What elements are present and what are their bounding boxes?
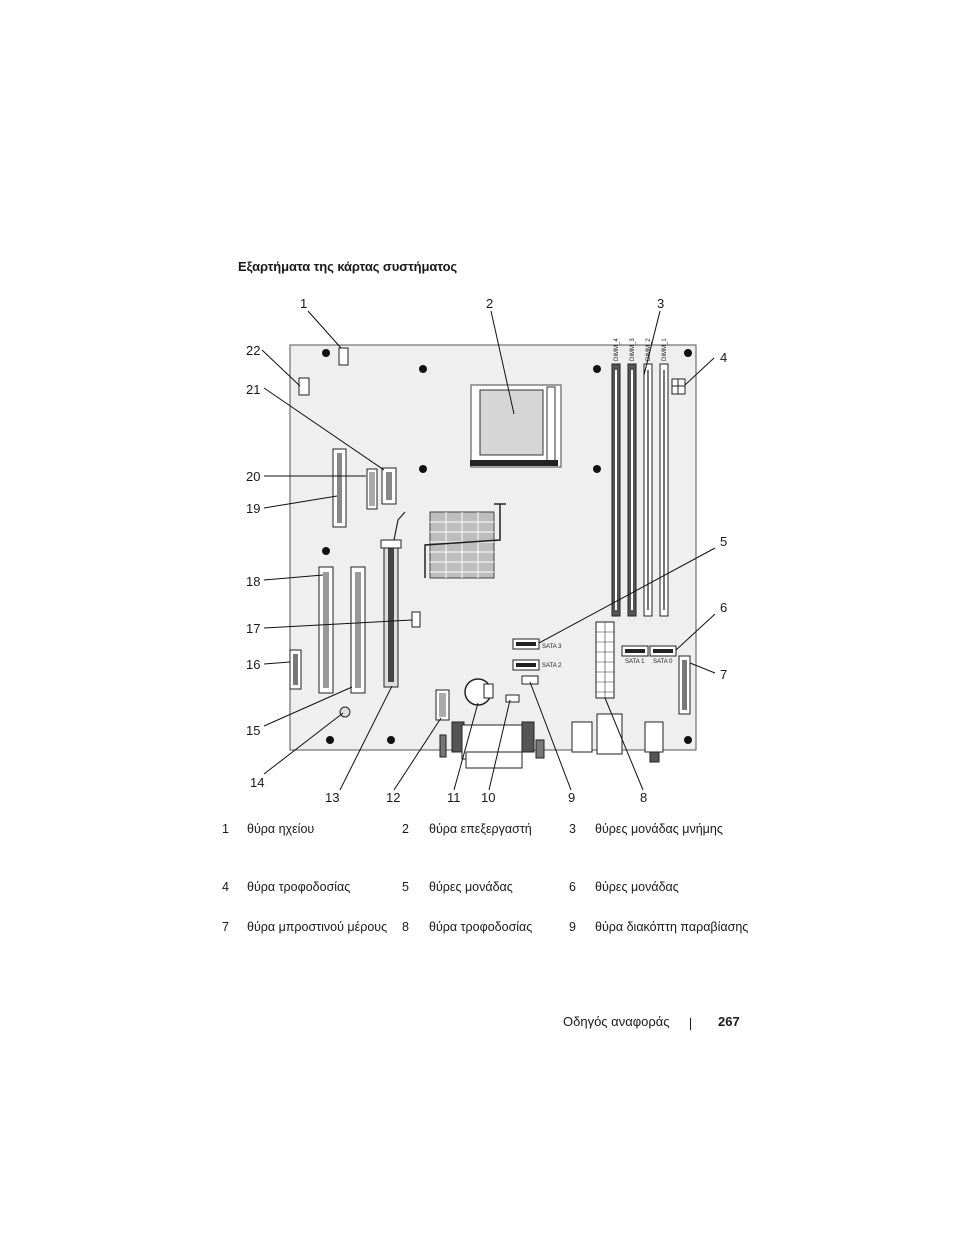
legend-number: 8 [402, 920, 409, 934]
callout-4: 4 [720, 350, 727, 365]
mounting-hole [387, 736, 395, 744]
legend-text: θύρα διακόπτη παραβίασης [595, 920, 749, 934]
callout-17: 17 [246, 621, 260, 636]
callout-20: 20 [246, 469, 260, 484]
callout-7: 7 [720, 667, 727, 682]
callout-10: 10 [481, 790, 495, 805]
legend-number: 4 [222, 880, 229, 894]
sata1-label: SATA 1 [625, 659, 645, 665]
mounting-holes [322, 349, 692, 744]
footer-title: Οδηγός αναφοράς [563, 1014, 670, 1029]
legend-row: 7 θύρα μπροστινού μέρους 8 θύρα τροφοδοσ… [214, 920, 774, 940]
processor-lever [546, 386, 556, 463]
board-led [339, 706, 351, 718]
intrusion-connector [521, 675, 539, 685]
legend-text: θύρες μονάδας [429, 880, 513, 894]
mounting-hole [322, 349, 330, 357]
mounting-hole [419, 365, 427, 373]
callout-15: 15 [246, 723, 260, 738]
callout-1: 1 [300, 296, 307, 311]
legend-number: 7 [222, 920, 229, 934]
dimm4-label: DIMM_4 [614, 338, 620, 361]
legend-text: θύρες μονάδας [595, 880, 679, 894]
callout-8: 8 [640, 790, 647, 805]
mounting-hole [593, 365, 601, 373]
callout-19: 19 [246, 501, 260, 516]
callout-3: 3 [657, 296, 664, 311]
legend-number: 9 [569, 920, 576, 934]
callout-12: 12 [386, 790, 400, 805]
processor-base [470, 460, 558, 466]
callout-14: 14 [250, 775, 264, 790]
rear-io-ports [439, 713, 664, 769]
callout-6: 6 [720, 600, 727, 615]
dimm3-label: DIMM_3 [630, 338, 636, 361]
speaker-connector [338, 347, 349, 366]
clear-cmos-jumper [505, 694, 520, 703]
callout-16: 16 [246, 657, 260, 672]
memory-slots [611, 363, 669, 617]
callout-18: 18 [246, 574, 260, 589]
callout-9: 9 [568, 790, 575, 805]
legend-number: 6 [569, 880, 576, 894]
mounting-hole [322, 547, 330, 555]
mounting-hole [684, 349, 692, 357]
sata0-label: SATA 0 [653, 659, 673, 665]
section-heading: Εξαρτήματα της κάρτας συστήματος [238, 259, 458, 274]
mounting-hole [593, 465, 601, 473]
chipset-heatsink [424, 503, 506, 579]
dimm2-label: DIMM_2 [646, 338, 652, 361]
legend-text: θύρα τροφοδοσίας [247, 880, 351, 894]
password-jumper [411, 611, 421, 628]
callout-21: 21 [246, 382, 260, 397]
legend-text: θύρα επεξεργαστή [429, 822, 532, 836]
callout-22: 22 [246, 343, 260, 358]
callout-13: 13 [325, 790, 339, 805]
fan-connector [298, 377, 310, 396]
sata3-label: SATA 3 [542, 644, 562, 650]
mounting-hole [684, 736, 692, 744]
callout-11: 11 [447, 790, 461, 805]
leader-lines [261, 310, 716, 791]
legend-number: 5 [402, 880, 409, 894]
legend-row: 1 θύρα ηχείου 2 θύρα επεξεργαστή 3 θύρες… [214, 822, 774, 842]
sata2-label: SATA 2 [542, 663, 562, 669]
legend-text: θύρες μονάδας μνήμης [595, 822, 723, 836]
legend-text: θύρα ηχείου [247, 822, 315, 836]
processor-socket [479, 389, 544, 456]
mounting-hole [326, 736, 334, 744]
dimm1-label: DIMM_1 [662, 338, 668, 361]
callout-5: 5 [720, 534, 727, 549]
callout-2: 2 [486, 296, 493, 311]
legend-row: 4 θύρα τροφοδοσίας 5 θύρες μονάδας 6 θύρ… [214, 880, 774, 900]
footer-separator [690, 1018, 691, 1030]
legend-number: 3 [569, 822, 576, 836]
legend-text: θύρα μπροστινού μέρους [247, 920, 388, 934]
legend-number: 2 [402, 822, 409, 836]
legend-text: θύρα τροφοδοσίας [429, 920, 533, 934]
mounting-hole [419, 465, 427, 473]
page-number: 267 [718, 1014, 740, 1029]
legend-number: 1 [222, 822, 229, 836]
